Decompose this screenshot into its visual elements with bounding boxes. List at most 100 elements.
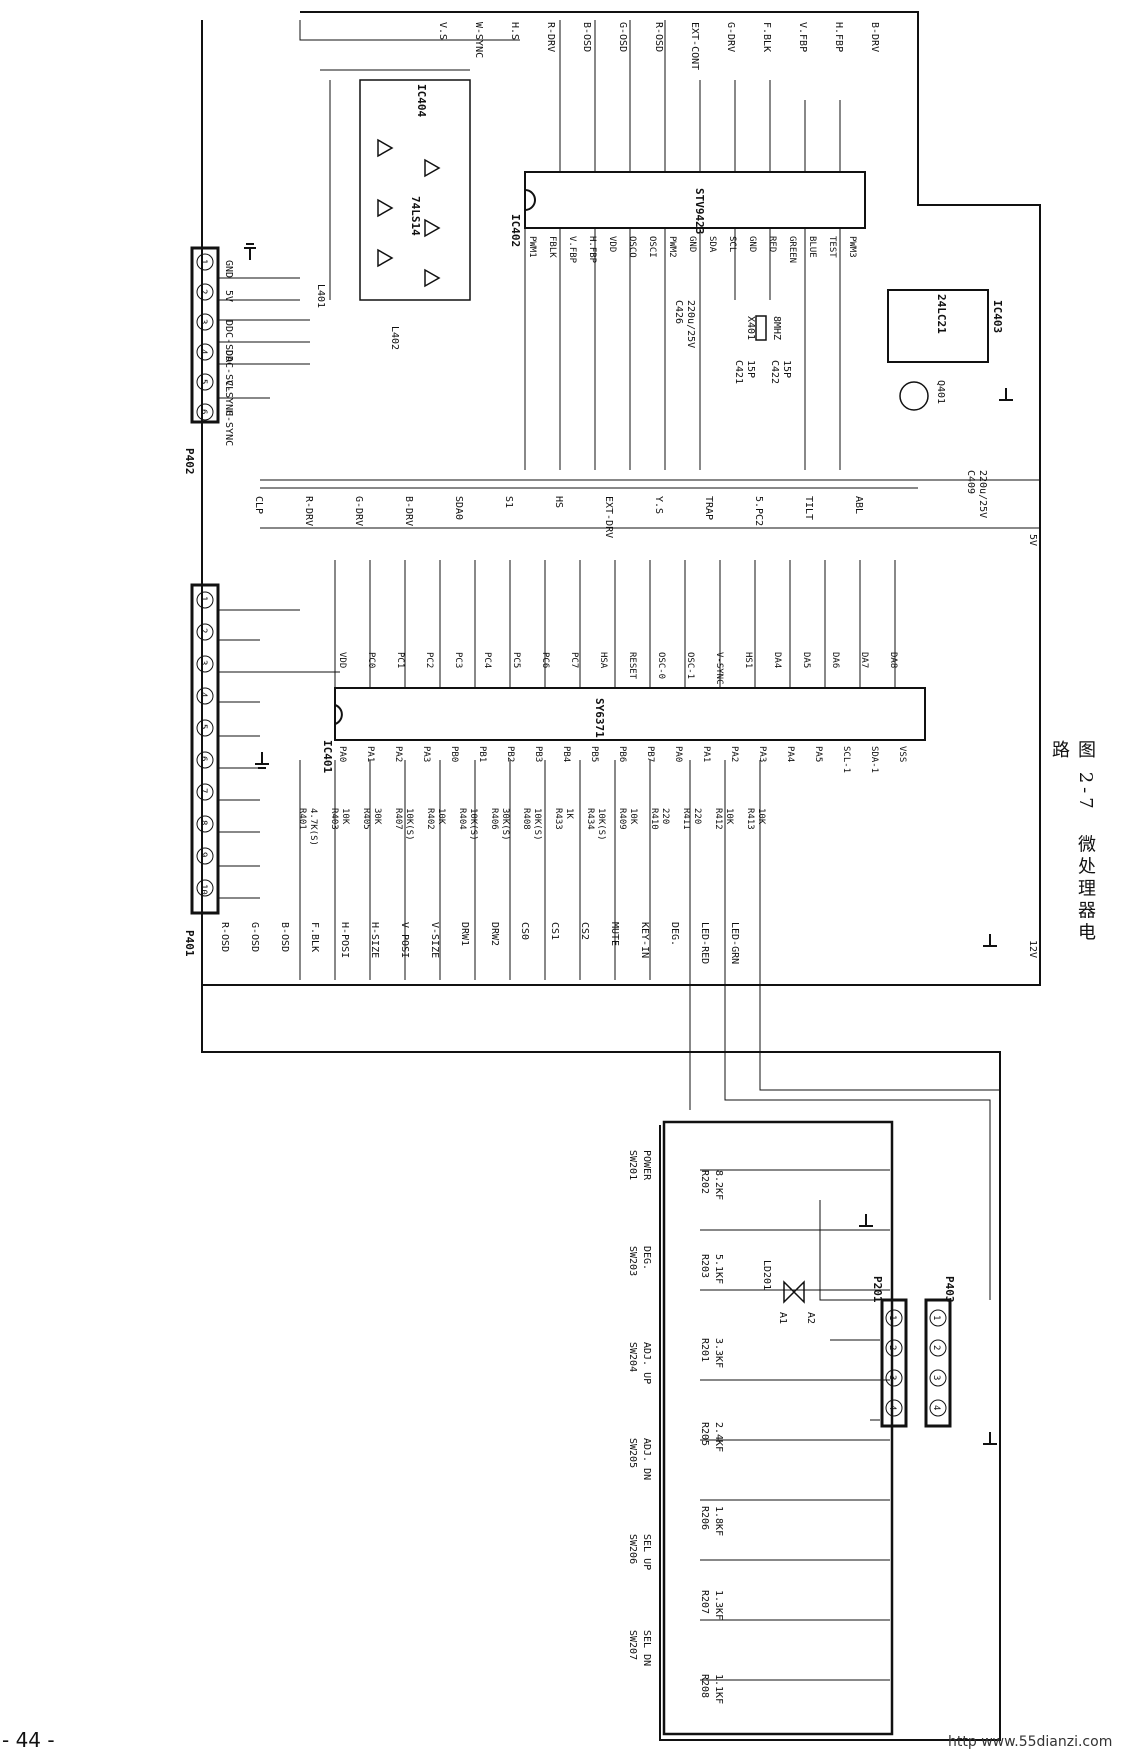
p403-pin: 3 [931,1375,941,1380]
pin-marker [196,283,214,301]
p401-signal-label: CS2 [579,922,590,940]
p401-signal-label: KEY-IN [639,922,650,958]
figure-caption: 图 2-7 微处理器电路 [1049,740,1096,945]
fp-resistor-value: 3.3KF [713,1338,724,1368]
ic401-right-pin: PC1 [395,652,405,668]
ic401-right-pin: OSC-1 [685,652,695,679]
p403-pin: 4 [931,1405,941,1410]
p401-pin: 7 [198,788,208,793]
connector-p403 [924,1298,952,1428]
ic404-part: 74LS14 [409,196,422,236]
ic402-part: STV9423 [693,188,706,234]
bus-signal: 5.PC2 [753,496,764,526]
led-a2: A2 [805,1312,816,1324]
ic401-left-pin: SCL-1 [841,746,851,773]
ic402-pin: PWM3 [847,236,857,258]
pin-marker [196,815,214,833]
ic402-signal: F.BLK [761,22,772,52]
resistor-value: 30K [372,808,382,825]
switch-name: SEL DN [641,1630,652,1666]
p401-signal-label: G-OSD [249,922,260,952]
ic401-left-pin: PB4 [561,746,571,762]
ic401-right-pin: DA4 [772,652,782,668]
c421-value: 15P [745,360,756,378]
switch-name: SEL UP [641,1534,652,1570]
p401-signal-label: H-SIZE [369,922,380,958]
ic402-pin: FBLK [547,236,557,258]
c426-ref: C426 [673,300,684,324]
p401-pin: 5 [198,724,208,729]
resistor-value: 30K(S) [500,808,510,841]
ic402-pin: GND [687,236,697,252]
ic402-signal: H.S [509,22,520,40]
pin-marker [196,373,214,391]
pin-marker [885,1309,903,1327]
p401-pin: 3 [198,660,208,665]
ic401-left-pin: PA0 [673,746,683,762]
resistor-value: 10K [756,808,766,825]
switch-ref: SW203 [627,1246,638,1276]
pin-marker [885,1339,903,1357]
resistor-value: 10K(S) [404,808,414,841]
ic402-pin: TEST [827,236,837,258]
p401-signal-label: DRW2 [489,922,500,946]
fp-resistor-ref: R201 [699,1338,710,1362]
p401-signal-label: MUTE [609,922,620,946]
pin-marker [929,1309,947,1327]
switch-name: POWER [641,1150,652,1181]
wiring [218,20,1040,1681]
ic401-left-pin: PA5 [813,746,823,762]
ic402-signal: H.FBP [833,22,844,52]
ic402-pin: SCL [727,236,737,252]
resistor-value: 10K(S) [468,808,478,841]
ic401-left-pin: PB2 [505,746,515,762]
fp-resistor-value: 5.1KF [713,1254,724,1284]
rail-12v: 12V [1027,940,1038,958]
p402-signal-label: DDC-SCL [223,350,234,392]
ic401-chip [334,687,926,741]
ic402-pin: OSCO [627,236,637,258]
fp-resistor-ref: R207 [699,1590,710,1614]
bus-signal: B-DRV [403,496,414,526]
p401-signal-label: CS0 [519,922,530,940]
ic402-pin: BLUE [807,236,817,258]
bus-signal: R-DRV [303,496,314,526]
ic401-right-pin: PC5 [511,652,521,668]
pin-marker [929,1339,947,1357]
ic401-left-pin: PA4 [785,746,795,762]
bus-signal: EXT-DRV [603,496,614,538]
resistor-ref: R406 [489,808,499,830]
ic402-pin: V.FBP [567,236,577,264]
ic401-right-pin: PC7 [569,652,579,668]
ic401-left-pin: SDA-1 [869,746,879,773]
p401-signal-label: V-SIZE [429,922,440,958]
ic401-left-pin: PA1 [701,746,711,762]
fp-resistor-value: 8.2KF [713,1170,724,1200]
resistor-ref: R410 [649,808,659,830]
bus-signal: TILT [803,496,814,520]
c421-ref: C421 [733,360,744,384]
p201-pin: 2 [887,1345,897,1350]
ic401-left-pin: PB3 [533,746,543,762]
switch-name: ADJ. DN [641,1438,652,1480]
ic401-left-pin: PB7 [645,746,655,762]
ic402-signal: R-OSD [653,22,664,52]
c422-ref: C422 [769,360,780,384]
c409-ref: C409 [965,470,976,494]
fp-resistor-ref: R205 [699,1422,710,1446]
p401-signal-label: H-POSI [339,922,350,958]
p402-pin: 5 [198,379,208,384]
ic402-pin: GREEN [787,236,797,263]
ic402-pin: RED [767,236,777,252]
p402-signal-label: H-SYNC [223,410,234,446]
pin-marker [885,1369,903,1387]
switch-ref: SW207 [627,1630,638,1660]
ic402-signal: W-SYNC [473,22,484,58]
led-a1: A1 [777,1312,788,1324]
p403-pin: 2 [931,1345,941,1350]
ic402-ref: IC402 [509,214,522,247]
ic402-signal: V.FBP [797,22,808,52]
